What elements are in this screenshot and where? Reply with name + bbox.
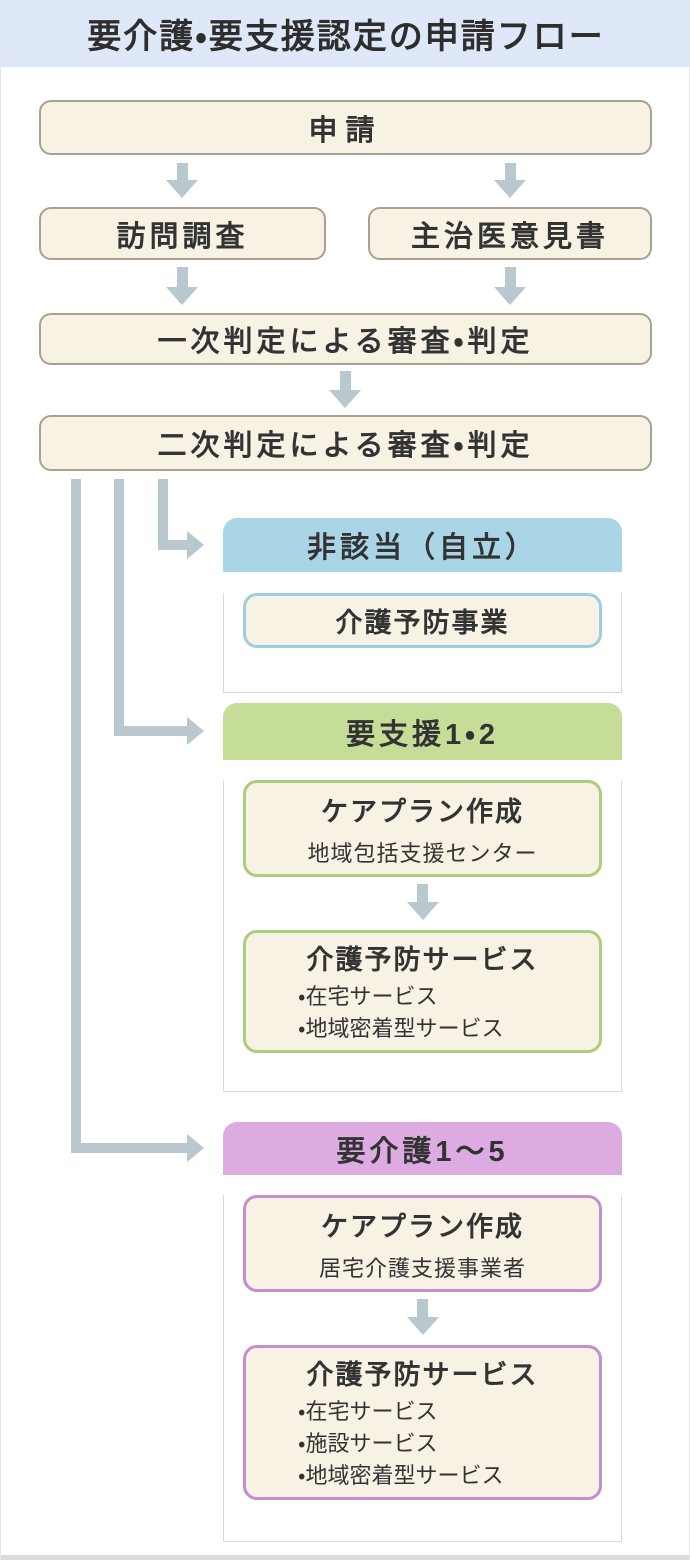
branch-connector-care: [71, 1143, 188, 1153]
panel-not-applicable: 非該当（自立） 介護予防事業: [223, 518, 622, 693]
list-item: ・在宅サービス: [298, 1399, 438, 1425]
down-arrow-icon: [166, 163, 198, 198]
care-plan-box: ケアプラン作成 地域包括支援センター: [243, 780, 602, 877]
down-arrow-icon: [224, 884, 621, 920]
list-item: ・地域密着型サービス: [298, 1016, 504, 1041]
right-arrow-icon: [187, 531, 204, 559]
flow-box-primary-judgment: 一次判定による審査・判定: [39, 313, 652, 365]
branch-connector-support: [114, 726, 188, 736]
box-subtitle: 居宅介護支援事業者: [318, 1255, 526, 1281]
flow-box-doctor-opinion: 主治医意見書: [368, 207, 652, 260]
list-item: ・在宅サービス: [298, 984, 438, 1010]
panel-body-care-1-5: ケアプラン作成 居宅介護支援事業者 介護予防サービス ・在宅サービス ・施設サー…: [223, 1195, 622, 1542]
box-title: 介護予防事業: [335, 608, 510, 638]
down-arrow-icon: [224, 1299, 621, 1335]
care-prevention-service-box: 介護予防サービス ・在宅サービス ・地域密着型サービス: [243, 930, 602, 1053]
branch-connector-not-applicable: [158, 479, 168, 550]
list-item: ・地域密着型サービス: [298, 1462, 504, 1488]
panel-care-1-5: 要介護1〜5 ケアプラン作成 居宅介護支援事業者 介護予防サービス ・在宅サービ…: [223, 1122, 622, 1542]
down-arrow-icon: [494, 163, 526, 198]
care-plan-box: ケアプラン作成 居宅介護支援事業者: [243, 1195, 602, 1292]
down-arrow-icon: [329, 371, 361, 408]
box-title: ケアプラン作成: [321, 1211, 524, 1242]
right-arrow-icon: [187, 1134, 204, 1162]
down-arrow-icon: [166, 267, 198, 305]
box-title: ケアプラン作成: [321, 796, 524, 827]
panel-body-support-1-2: ケアプラン作成 地域包括支援センター 介護予防サービス ・在宅サービス ・地域密…: [223, 780, 622, 1092]
down-arrow-icon: [494, 267, 526, 305]
bottom-edge-strip: [1, 1555, 689, 1560]
list-item: ・施設サービス: [298, 1431, 438, 1457]
panel-header-support-1-2: 要支援1・2: [223, 703, 622, 760]
panel-header-care-1-5: 要介護1〜5: [223, 1122, 622, 1175]
box-title: 介護予防サービス: [306, 1360, 539, 1391]
branch-connector-care: [71, 479, 81, 1153]
flow-box-visit-survey: 訪問調査: [39, 207, 326, 260]
branch-connector-support: [114, 479, 124, 736]
panel-header-not-applicable: 非該当（自立）: [223, 518, 622, 572]
care-prevention-project-box: 介護予防事業: [243, 593, 602, 648]
branch-connector-not-applicable: [158, 540, 188, 550]
care-prevention-service-box: 介護予防サービス ・在宅サービス ・施設サービス ・地域密着型サービス: [243, 1345, 602, 1500]
right-arrow-icon: [187, 717, 204, 745]
panel-support-1-2: 要支援1・2 ケアプラン作成 地域包括支援センター 介護予防サービス ・在宅サー…: [223, 703, 622, 1092]
box-subtitle: 地域包括支援センター: [307, 840, 538, 866]
flow-box-application: 申請: [39, 100, 652, 155]
flow-box-secondary-judgment: 二次判定による審査・判定: [39, 415, 652, 471]
panel-body-not-applicable: 介護予防事業: [223, 593, 622, 693]
box-title: 介護予防サービス: [306, 945, 539, 976]
page-title: 要介護・要支援認定の申請フロー: [1, 0, 689, 67]
